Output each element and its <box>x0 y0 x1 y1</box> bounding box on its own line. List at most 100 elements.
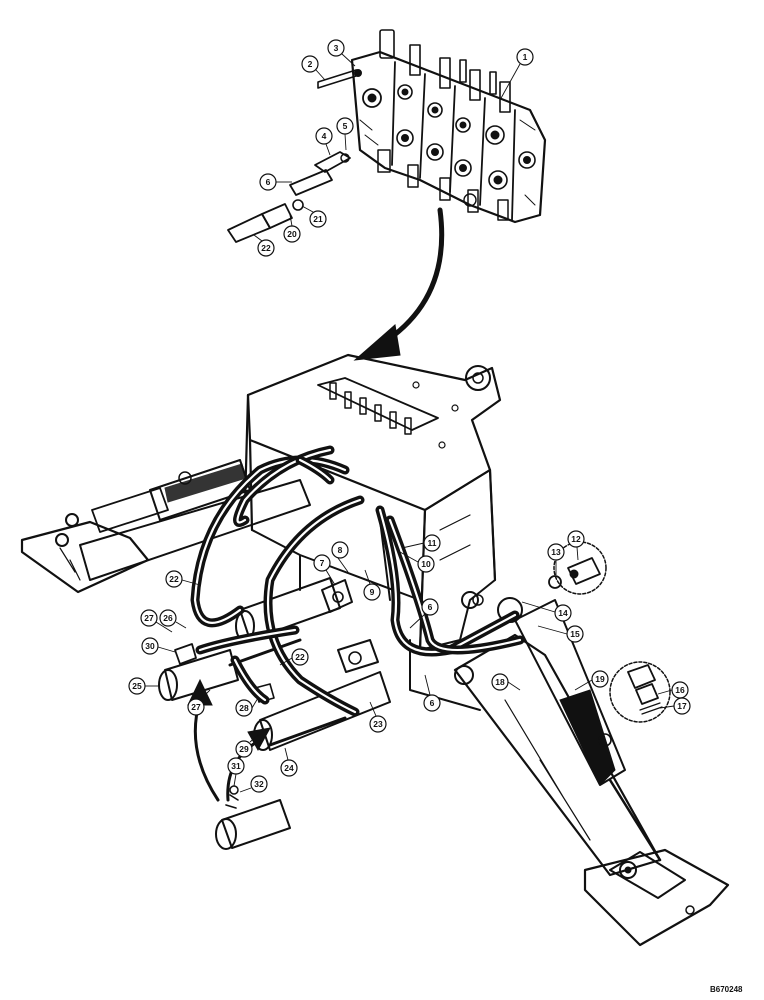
callout-circle <box>491 673 509 691</box>
callout-13: 13 <box>547 543 565 575</box>
callout-circle <box>250 775 268 793</box>
callout-number: 27 <box>144 613 154 623</box>
callout-circle <box>673 697 691 715</box>
callout-number: 21 <box>313 214 323 224</box>
callout-leader-line <box>325 569 336 586</box>
left-stabilizer <box>20 459 311 594</box>
callout-15: 15 <box>537 625 584 643</box>
callout-leader-line <box>249 734 259 743</box>
callout-leader-line <box>537 625 568 635</box>
callout-leader-line <box>424 674 431 696</box>
callout-number: 2 <box>308 59 313 69</box>
callout-leader-line <box>251 697 259 709</box>
callout-29: 29 <box>235 734 259 758</box>
callout-number: 11 <box>428 538 437 548</box>
mounting-arrow <box>353 207 445 361</box>
callout-circle <box>280 759 298 777</box>
callout-number: 23 <box>373 719 383 729</box>
callout-22-top: 22 <box>253 234 275 257</box>
callout-circle <box>257 239 275 257</box>
callout-circle <box>283 225 301 243</box>
callout-22-low: 22 <box>279 648 309 666</box>
callout-leader-line <box>341 53 356 67</box>
callouts: 1 2 3 4 5 6 6 6 7 8 9 10 11 12 13 14 15 … <box>128 39 691 793</box>
callout-10: 10 <box>399 551 435 573</box>
callout-number: 1 <box>523 52 528 62</box>
callout-leader-line <box>507 681 521 691</box>
valve-fittings <box>227 69 362 243</box>
callout-number: 20 <box>287 229 297 239</box>
callout-27-low: 27 <box>187 689 211 716</box>
callout-leader-line <box>659 705 675 709</box>
callout-number: 9 <box>370 587 375 597</box>
callout-circle <box>567 530 585 548</box>
callout-number: 29 <box>239 744 249 754</box>
callout-circle <box>309 210 327 228</box>
callout-leader-line <box>233 773 237 787</box>
callout-number: 17 <box>677 701 687 711</box>
callout-leader-line <box>284 747 289 761</box>
callout-number: 22 <box>295 652 305 662</box>
callout-circle <box>423 534 441 552</box>
callout-11: 11 <box>401 534 441 552</box>
callout-12: 12 <box>567 530 585 561</box>
callout-2: 2 <box>301 55 326 81</box>
callout-6-low: 6 <box>423 674 441 712</box>
callout-1: 1 <box>499 48 534 101</box>
callout-circle <box>336 117 354 135</box>
callout-number: 6 <box>430 698 435 708</box>
callout-number: 26 <box>163 613 173 623</box>
callout-number: 10 <box>421 559 431 569</box>
callout-circle <box>227 757 245 775</box>
callout-leader-line <box>657 689 673 695</box>
callout-leader-line <box>409 613 426 629</box>
callout-6-mid: 6 <box>409 598 439 629</box>
callout-7: 7 <box>313 554 336 586</box>
callout-leader-line <box>155 621 173 633</box>
callout-circle <box>331 541 349 559</box>
callout-circle <box>128 677 146 695</box>
drawing-code: B670248 <box>710 985 743 994</box>
callout-32: 32 <box>239 775 268 793</box>
callout-number: 13 <box>551 547 561 557</box>
callout-circle <box>417 555 435 573</box>
callout-17: 17 <box>659 697 691 715</box>
callout-number: 3 <box>334 43 339 53</box>
callout-leader-line <box>364 569 371 585</box>
callout-18: 18 <box>491 673 521 691</box>
callout-number: 6 <box>428 602 433 612</box>
callout-number: 22 <box>261 243 271 253</box>
callout-24: 24 <box>280 747 298 777</box>
callout-circle <box>421 598 439 616</box>
callout-circle <box>291 648 309 666</box>
callout-circle <box>159 609 177 627</box>
callout-leader-line <box>181 579 201 586</box>
callout-leader-line <box>301 205 314 213</box>
callout-21: 21 <box>301 205 327 228</box>
callout-number: 6 <box>266 177 271 187</box>
callout-number: 28 <box>239 703 249 713</box>
callout-leader-line <box>325 143 331 156</box>
callout-circle <box>591 670 609 688</box>
callout-circle <box>140 609 158 627</box>
callout-circle <box>259 173 277 191</box>
callout-circle <box>369 715 387 733</box>
callout-leader-line <box>175 621 187 629</box>
callout-number: 19 <box>595 674 605 684</box>
callout-number: 5 <box>343 121 348 131</box>
callout-number: 14 <box>558 608 568 618</box>
callout-leader-line <box>369 701 377 717</box>
callout-leader-line <box>253 234 263 242</box>
callout-leader-line <box>499 63 521 101</box>
callout-number: 16 <box>675 685 685 695</box>
callout-5: 5 <box>336 117 354 151</box>
callout-leader-line <box>157 646 176 653</box>
callout-circle <box>547 543 565 561</box>
control-valve-bank <box>350 29 547 224</box>
callout-circle <box>554 604 572 622</box>
callout-leader-line <box>239 787 252 793</box>
callout-30: 30 <box>141 637 176 655</box>
callout-circle <box>516 48 534 66</box>
callout-leader-line <box>399 551 419 563</box>
